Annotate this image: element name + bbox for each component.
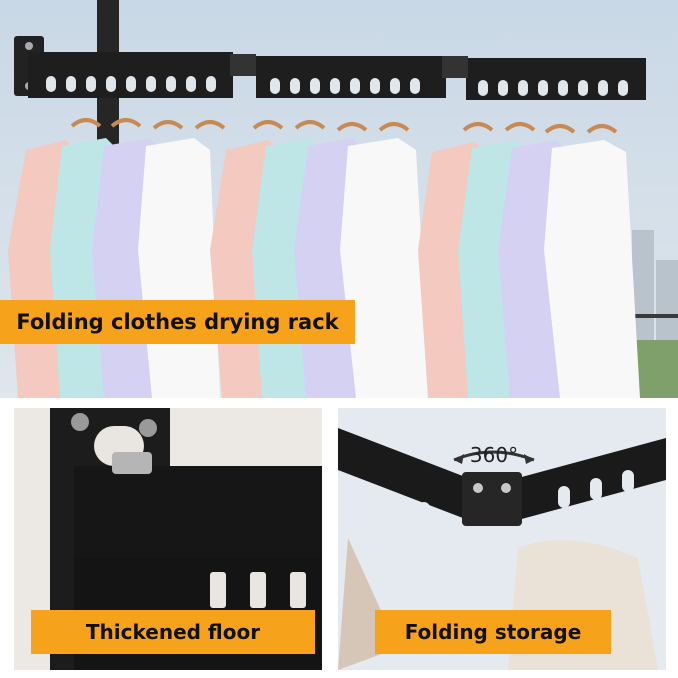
folding-rack-caption: Folding clothes drying rack xyxy=(0,300,355,344)
rotation-arrows-icon xyxy=(453,450,535,464)
shirt-group-3 xyxy=(418,122,640,398)
rack-arm-right xyxy=(518,438,666,520)
rack-segment-3 xyxy=(466,58,646,100)
hinge-2 xyxy=(442,56,468,78)
shirt-group-2 xyxy=(210,120,430,398)
hinge-pin xyxy=(112,452,152,474)
thickened-floor-caption: Thickened floor xyxy=(31,610,315,654)
rack-bar xyxy=(14,36,646,100)
rack-arm-left xyxy=(338,428,468,520)
rack-hero-panel: Folding clothes drying rack xyxy=(0,0,678,398)
hinge-1 xyxy=(230,54,256,76)
folding-storage-panel: 360° Folding storage xyxy=(338,408,666,670)
screw xyxy=(139,419,157,437)
shirt-group-1 xyxy=(8,118,226,398)
rotation-degree-text: 360° xyxy=(470,443,518,467)
rack-arm xyxy=(74,466,322,558)
trees xyxy=(636,340,678,398)
folding-hinge xyxy=(462,472,522,526)
thickened-floor-panel: Thickened floor xyxy=(14,408,322,670)
screw xyxy=(71,413,89,431)
folding-storage-caption: Folding storage xyxy=(375,610,611,654)
